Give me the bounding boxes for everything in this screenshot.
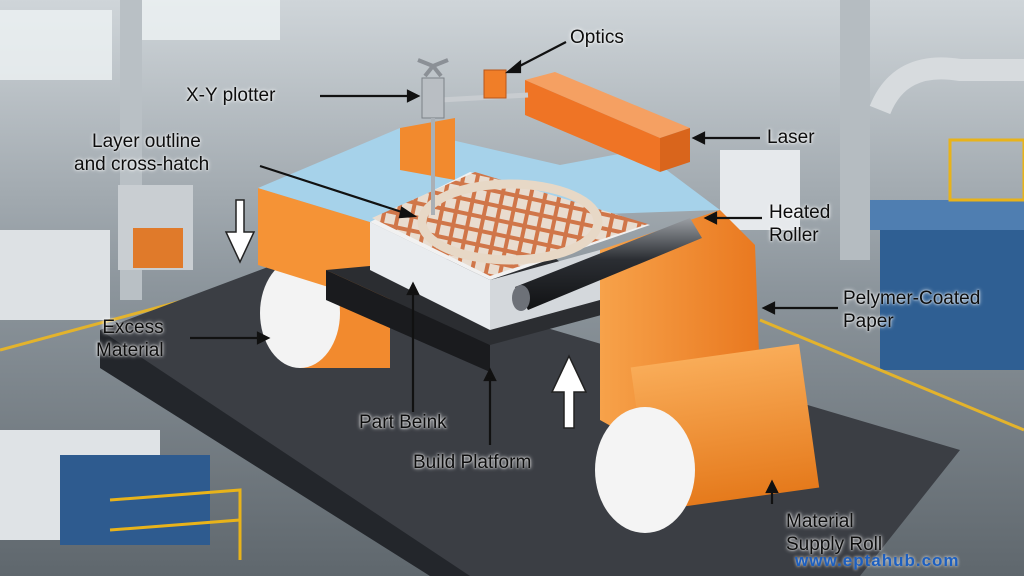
pillar-right: [840, 0, 870, 260]
label-material-supply-roll: Material Supply Roll: [786, 510, 882, 556]
label-part-beink: Part Beink: [359, 411, 447, 434]
label-excess-material: Excess Material: [96, 316, 164, 362]
label-excess-line2: Material: [96, 339, 164, 362]
label-build-platform: Build Platform: [413, 451, 531, 474]
machine-bg-orange-panel: [133, 228, 183, 268]
label-excess-line1: Excess: [96, 316, 164, 339]
label-polymer-line1: Pelymer-Coated: [843, 287, 980, 310]
label-heated-roller: Heated Roller: [769, 201, 830, 247]
label-polymer-line2: Paper: [843, 310, 980, 333]
heated-roller-end: [512, 285, 530, 311]
label-optics-text: Optics: [570, 26, 624, 49]
label-xy-plotter: X-Y plotter: [186, 84, 275, 107]
supply-roll-end: [595, 407, 695, 533]
label-part-beink-text: Part Beink: [359, 411, 447, 434]
label-material-line1: Material: [786, 510, 882, 533]
label-heated-line1: Heated: [769, 201, 830, 224]
label-layer-line1: Layer outline: [92, 130, 209, 153]
machine-bg-right-top: [870, 200, 1024, 230]
paper-back-orange: [400, 118, 455, 180]
label-optics: Optics: [570, 26, 624, 49]
label-layer-line2: and cross-hatch: [74, 153, 209, 176]
label-xy-plotter-text: X-Y plotter: [186, 84, 275, 107]
label-polymer-paper: Pelymer-Coated Paper: [843, 287, 980, 333]
console-bottom-left-blue: [60, 455, 210, 545]
watermark-text: www.eptahub.com: [795, 551, 960, 571]
machine-bg-left: [0, 230, 110, 320]
wall-window-mid: [140, 0, 280, 40]
label-laser: Laser: [767, 126, 815, 149]
label-laser-text: Laser: [767, 126, 815, 149]
wall-window-left: [0, 10, 112, 80]
optics-head: [484, 70, 506, 98]
label-build-platform-text: Build Platform: [413, 451, 531, 474]
label-layer-outline: Layer outline and cross-hatch: [92, 130, 209, 176]
plotter-head: [422, 78, 444, 118]
label-heated-line2: Roller: [769, 224, 830, 247]
